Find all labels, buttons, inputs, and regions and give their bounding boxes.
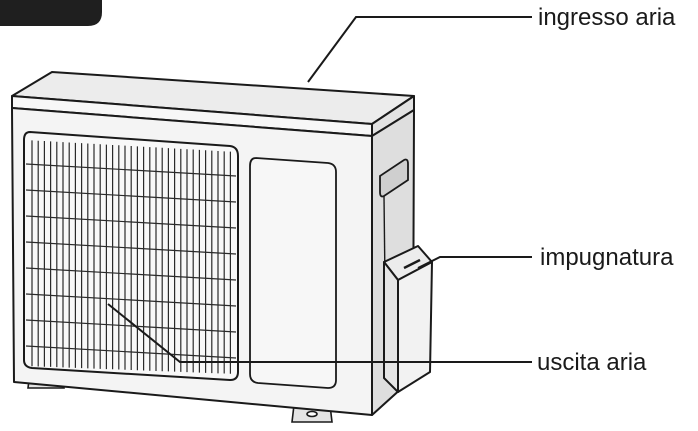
grille-rail (25, 241, 237, 255)
grille-rail (25, 267, 237, 281)
leader-air-outlet (107, 303, 532, 363)
corner-tab (0, 0, 102, 26)
fan-grille (23, 130, 239, 382)
grille-rail (25, 319, 237, 333)
leader-air-intake (307, 16, 532, 83)
grille-rail (25, 215, 237, 229)
handle (383, 245, 433, 393)
side-top-recess (379, 158, 409, 198)
label-air-intake: ingresso aria (538, 4, 676, 31)
leader-handle (417, 256, 532, 269)
leader-lines (107, 16, 532, 363)
grille-rail (25, 293, 237, 307)
label-handle: impugnatura (540, 244, 674, 271)
label-air-outlet: uscita aria (537, 349, 647, 376)
grille-rail (25, 345, 237, 359)
service-panel (249, 157, 337, 389)
grille-rail (25, 163, 237, 177)
grille-rail (25, 189, 237, 203)
